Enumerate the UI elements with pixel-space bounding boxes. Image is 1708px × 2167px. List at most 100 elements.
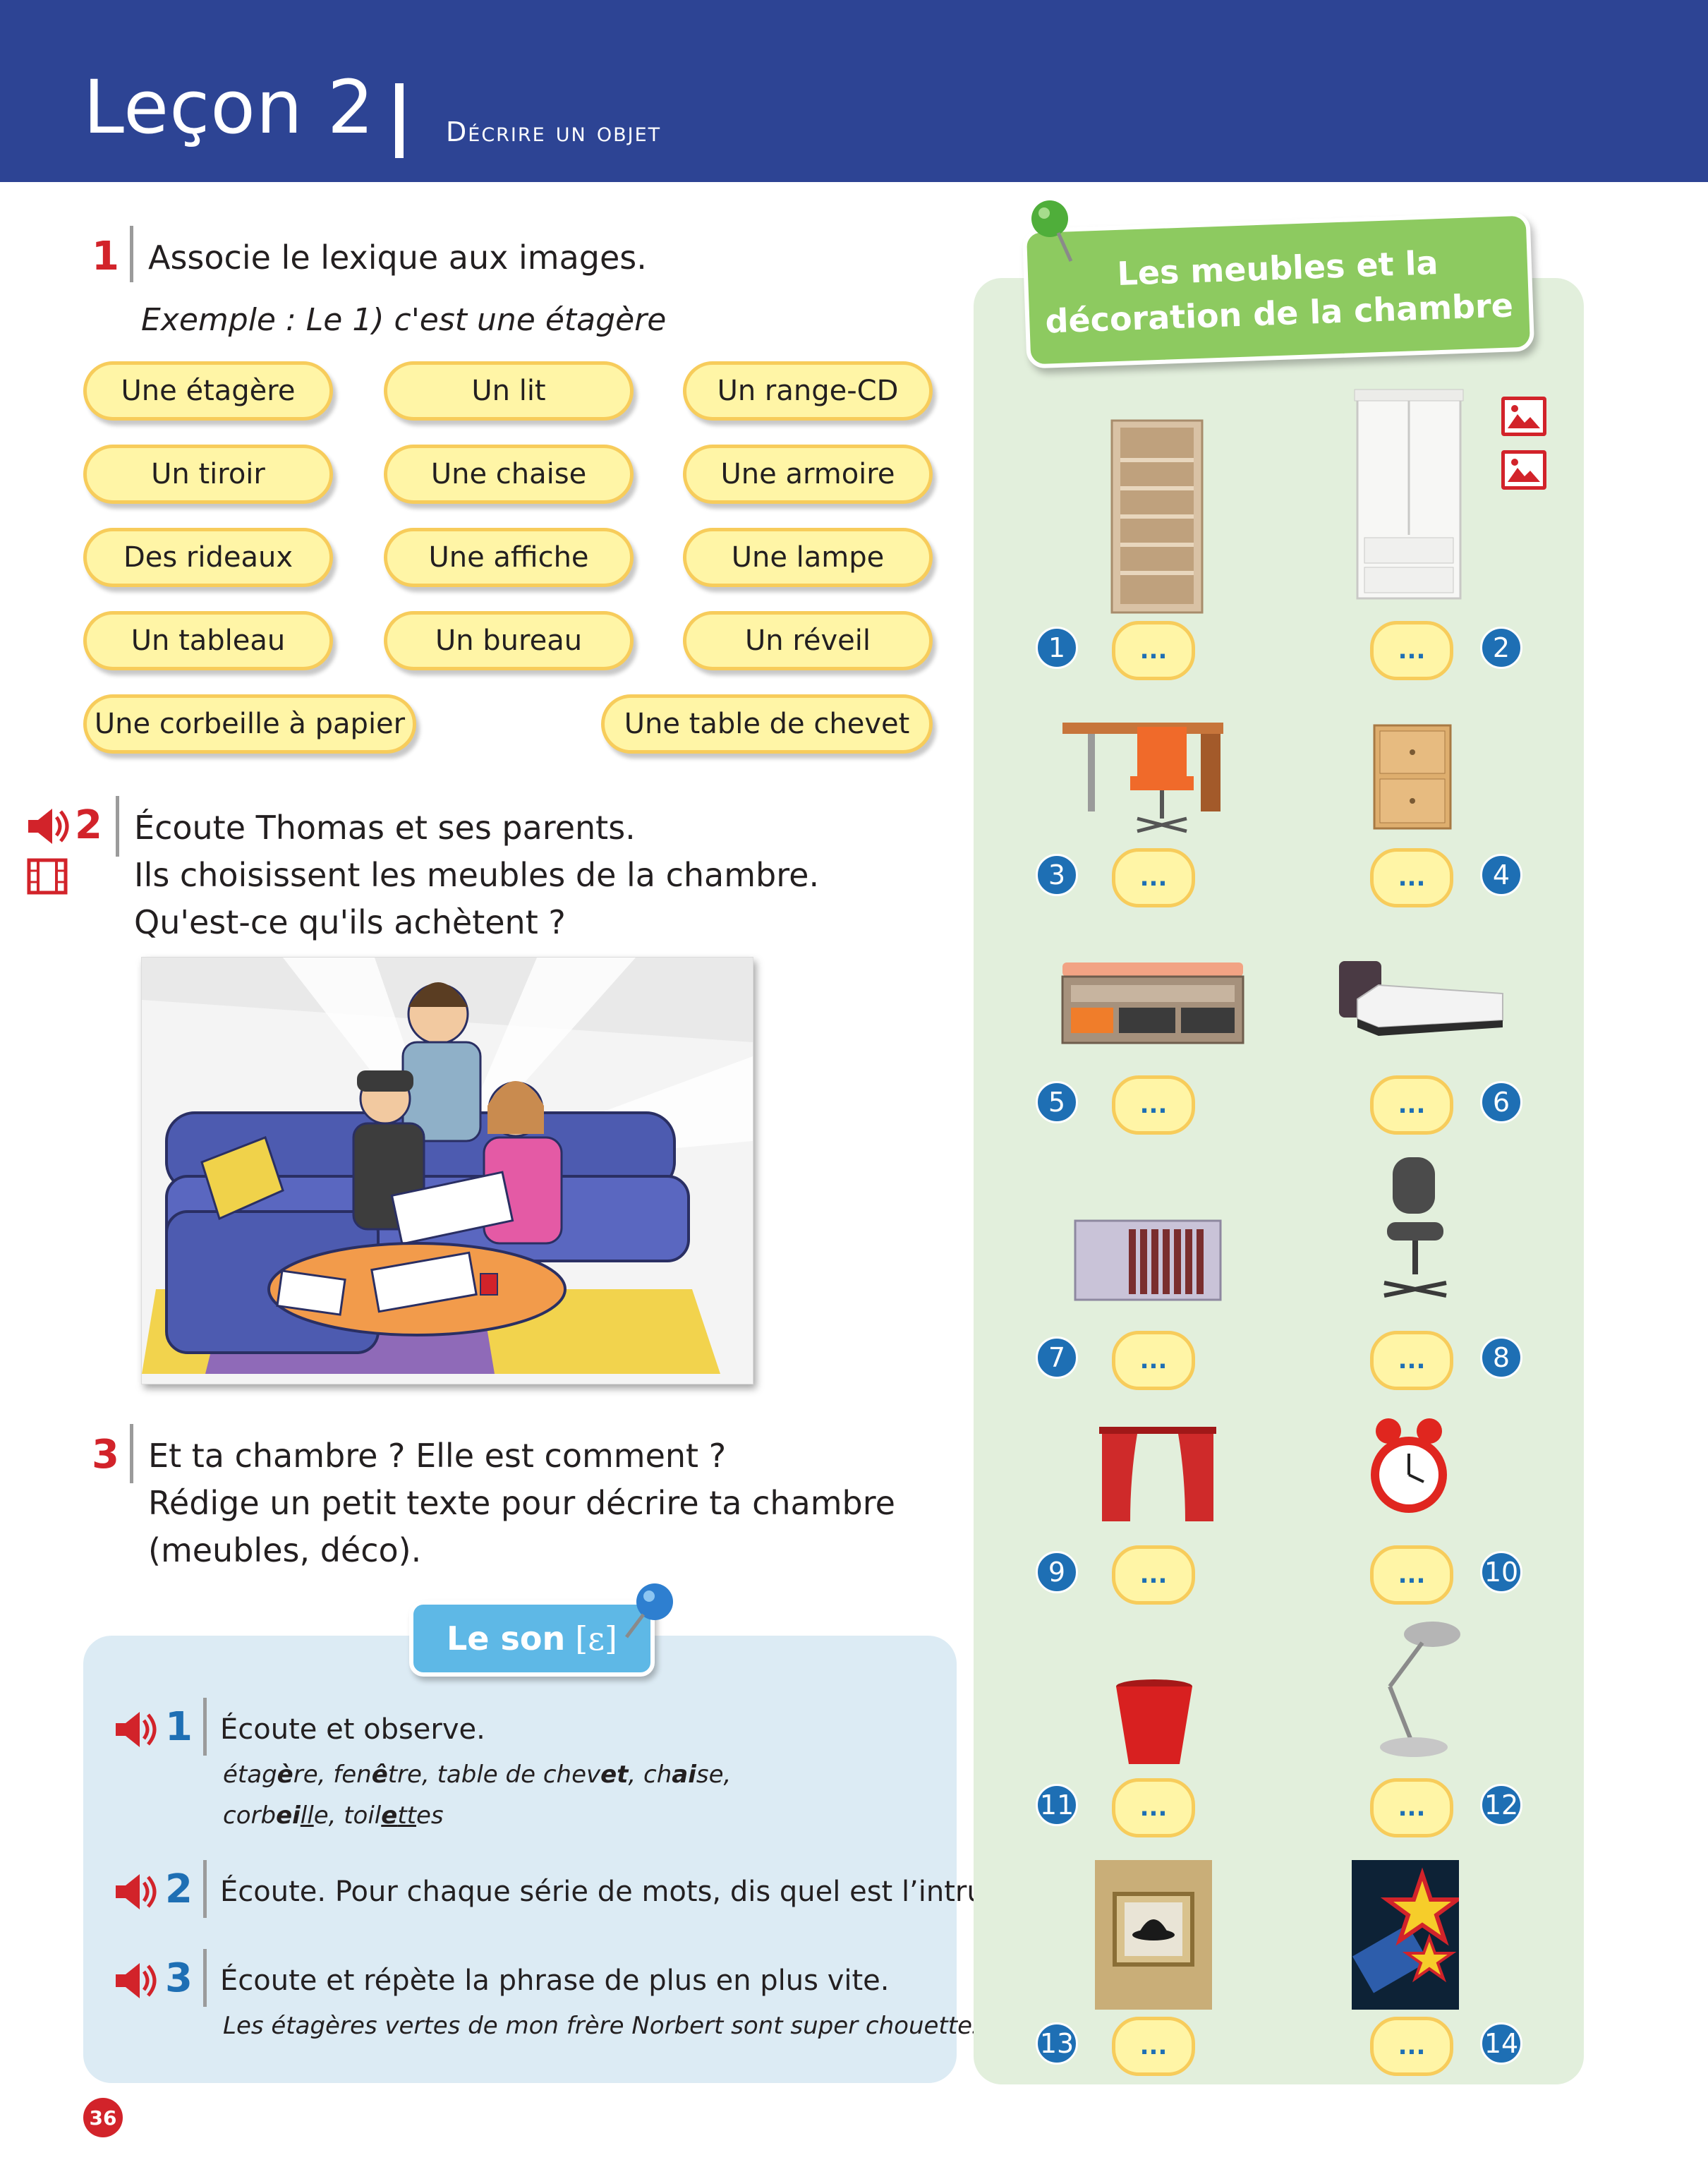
- sound-section: [83, 1636, 957, 2083]
- audio-icon[interactable]: [113, 1708, 157, 1751]
- sound-item-3-text: Écoute et répète la phrase de plus en pl…: [220, 1964, 890, 1997]
- item-number-11: 11: [1036, 1784, 1078, 1826]
- exercise-2-line-3: Qu'est-ce qu'ils achètent ?: [134, 903, 566, 941]
- item-number-6: 6: [1480, 1081, 1522, 1123]
- sound-item-2-text: Écoute. Pour chaque série de mots, dis q…: [220, 1876, 1009, 1908]
- exercise-2-line-1: Écoute Thomas et ses parents.: [134, 809, 636, 847]
- vocabulary-panel: [974, 278, 1584, 2084]
- sound-tab-label: Le son: [447, 1619, 566, 1658]
- desk-image: [1062, 723, 1223, 833]
- exercise-2-number: 2: [75, 802, 102, 848]
- nightstand-image: [1373, 724, 1452, 830]
- answer-slot-6[interactable]: ...: [1370, 1075, 1453, 1135]
- answer-slot-10[interactable]: ...: [1370, 1545, 1453, 1605]
- bed-image: [1339, 961, 1503, 1036]
- answer-slot-11[interactable]: ...: [1112, 1778, 1195, 1837]
- video-icon[interactable]: [27, 858, 68, 895]
- wardrobe-image: [1354, 389, 1464, 600]
- lesson-subtitle: Décrire un objet: [446, 116, 662, 147]
- exercise-1-number: 1: [92, 234, 119, 279]
- sound-item-2-divider: [203, 1860, 207, 1918]
- audio-icon[interactable]: [113, 1870, 157, 1914]
- exercise-1-divider: [130, 226, 133, 282]
- word-pill[interactable]: Une chaise: [384, 445, 634, 504]
- movie-poster-image: [1352, 1860, 1459, 2010]
- pushpin-icon: [625, 1583, 673, 1638]
- framed-painting-image: [1095, 1860, 1212, 2010]
- word-pill[interactable]: Une armoire: [683, 445, 933, 504]
- audio-icon[interactable]: [113, 1959, 157, 2003]
- word-pill[interactable]: Un tiroir: [83, 445, 333, 504]
- header-divider: [395, 83, 404, 158]
- cd-rack-image: [1074, 1219, 1222, 1301]
- answer-slot-9[interactable]: ...: [1112, 1545, 1195, 1605]
- curtains-image: [1099, 1427, 1216, 1521]
- item-number-10: 10: [1480, 1551, 1522, 1593]
- sound-item-3-divider: [203, 1949, 207, 2007]
- item-number-1: 1: [1036, 627, 1078, 669]
- item-number-14: 14: [1480, 2022, 1522, 2065]
- item-number-3: 3: [1036, 854, 1078, 896]
- sound-item-1-words: étagère, fenêtre, table de chevet, chais…: [223, 1761, 732, 1830]
- desk-lamp-image: [1380, 1622, 1460, 1757]
- lesson-header: Leçon 2 Décrire un objet: [0, 0, 1708, 182]
- exercise-3-line-3: (meubles, déco).: [148, 1531, 422, 1569]
- word-pill[interactable]: Une étagère: [83, 361, 333, 421]
- exercise-3-number: 3: [92, 1432, 119, 1478]
- item-number-12: 12: [1480, 1784, 1522, 1826]
- bookshelf-image: [1110, 419, 1204, 614]
- sound-item-3-number: 3: [165, 1955, 193, 2001]
- item-number-4: 4: [1480, 854, 1522, 896]
- exercise-2-divider: [116, 796, 119, 857]
- sound-phoneme: [ε]: [575, 1619, 617, 1658]
- word-pill[interactable]: Des rideaux: [83, 528, 333, 587]
- item-number-13: 13: [1036, 2022, 1078, 2065]
- answer-slot-1[interactable]: ...: [1112, 621, 1195, 680]
- answer-slot-13[interactable]: ...: [1112, 2017, 1195, 2076]
- answer-slot-14[interactable]: ...: [1370, 2017, 1453, 2076]
- answer-slot-7[interactable]: ...: [1112, 1331, 1195, 1390]
- word-pill[interactable]: Un lit: [384, 361, 634, 421]
- lesson-title: Leçon 2: [83, 64, 375, 150]
- exercise-1-instruction: Associe le lexique aux images.: [148, 239, 647, 277]
- item-number-8: 8: [1480, 1336, 1522, 1379]
- family-shopping-illustration: [141, 957, 753, 1384]
- word-pill[interactable]: Un bureau: [384, 611, 634, 670]
- pushpin-icon: [1031, 200, 1073, 262]
- word-pill[interactable]: Une lampe: [683, 528, 933, 587]
- sound-item-1-number: 1: [165, 1704, 193, 1750]
- exercise-2-line-2: Ils choisissent les meubles de la chambr…: [134, 856, 820, 894]
- item-number-9: 9: [1036, 1551, 1078, 1593]
- exercise-3-line-1: Et ta chambre ? Elle est comment ?: [148, 1437, 727, 1475]
- answer-slot-4[interactable]: ...: [1370, 848, 1453, 907]
- item-number-5: 5: [1036, 1081, 1078, 1123]
- answer-slot-2[interactable]: ...: [1370, 621, 1453, 680]
- item-number-2: 2: [1480, 627, 1522, 669]
- exercise-1-example: Exemple : Le 1) c'est une étagère: [141, 302, 667, 338]
- answer-slot-5[interactable]: ...: [1112, 1075, 1195, 1135]
- sound-item-2-number: 2: [165, 1866, 193, 1912]
- word-pill[interactable]: Une affiche: [384, 528, 634, 587]
- storage-bed-image: [1061, 962, 1244, 1044]
- word-pill[interactable]: Un réveil: [683, 611, 933, 670]
- sound-item-1-divider: [203, 1698, 207, 1756]
- image-icon[interactable]: [1501, 397, 1546, 436]
- page-number: 36: [83, 2098, 123, 2137]
- word-pill[interactable]: Un range-CD: [683, 361, 933, 421]
- answer-slot-12[interactable]: ...: [1370, 1778, 1453, 1837]
- exercise-3-divider: [130, 1424, 133, 1483]
- sound-section-tab: Le son [ε]: [409, 1600, 655, 1677]
- word-pill[interactable]: Une table de chevet: [601, 694, 933, 754]
- answer-slot-8[interactable]: ...: [1370, 1331, 1453, 1390]
- word-pill[interactable]: Une corbeille à papier: [83, 694, 416, 754]
- exercise-3-line-2: Rédige un petit texte pour décrire ta ch…: [148, 1484, 895, 1522]
- alarm-clock-image: [1371, 1418, 1447, 1513]
- sound-item-3-sentence: Les étagères vertes de mon frère Norbert…: [223, 2012, 993, 2040]
- image-icon[interactable]: [1501, 450, 1546, 490]
- audio-icon[interactable]: [25, 804, 69, 848]
- sound-item-1-text: Écoute et observe.: [220, 1713, 485, 1746]
- wastebasket-image: [1116, 1679, 1192, 1764]
- vocabulary-panel-title: Les meubles et la décoration de la chamb…: [1022, 211, 1535, 369]
- answer-slot-3[interactable]: ...: [1112, 848, 1195, 907]
- word-pill[interactable]: Un tableau: [83, 611, 333, 670]
